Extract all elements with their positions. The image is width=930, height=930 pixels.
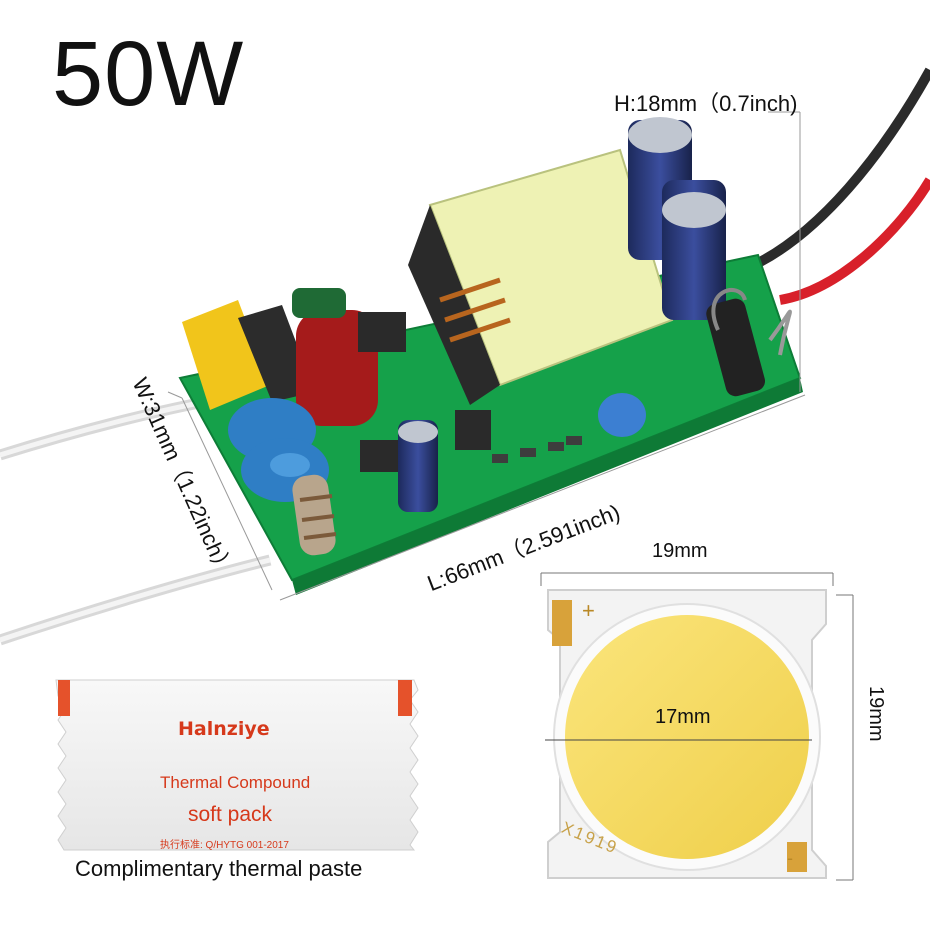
film-capacitor: [296, 310, 378, 426]
height-label: H:18mm（0.7inch): [614, 91, 798, 116]
chip-minus-mark: -: [787, 848, 793, 868]
small-capacitor: [398, 420, 438, 512]
led-phosphor-area: [565, 615, 809, 859]
paste-line-2: soft pack: [188, 803, 273, 826]
paste-caption: Complimentary thermal paste: [75, 856, 363, 881]
output-wire-red: [779, 177, 930, 305]
product-wattage-title: 50W: [52, 23, 245, 125]
chip-diameter-label: 17mm: [655, 706, 711, 728]
chip-width-label: 19mm: [652, 540, 708, 562]
y-capacitor: [598, 393, 646, 437]
chip-plus-mark: +: [582, 598, 595, 623]
output-wire-black: [757, 67, 930, 267]
diode: [706, 298, 766, 397]
thermal-paste-packet: [55, 679, 419, 851]
width-dimension-line: [181, 397, 273, 591]
paste-brand: Halnziye: [178, 718, 270, 740]
bridge-rectifier: [238, 305, 315, 402]
paste-standard: 执行标准: Q/HYTG 001-2017: [160, 840, 289, 851]
chip-height-label: 19mm: [865, 686, 887, 742]
length-dimension-line: [279, 394, 806, 601]
paste-line-1: Thermal Compound: [160, 773, 311, 792]
